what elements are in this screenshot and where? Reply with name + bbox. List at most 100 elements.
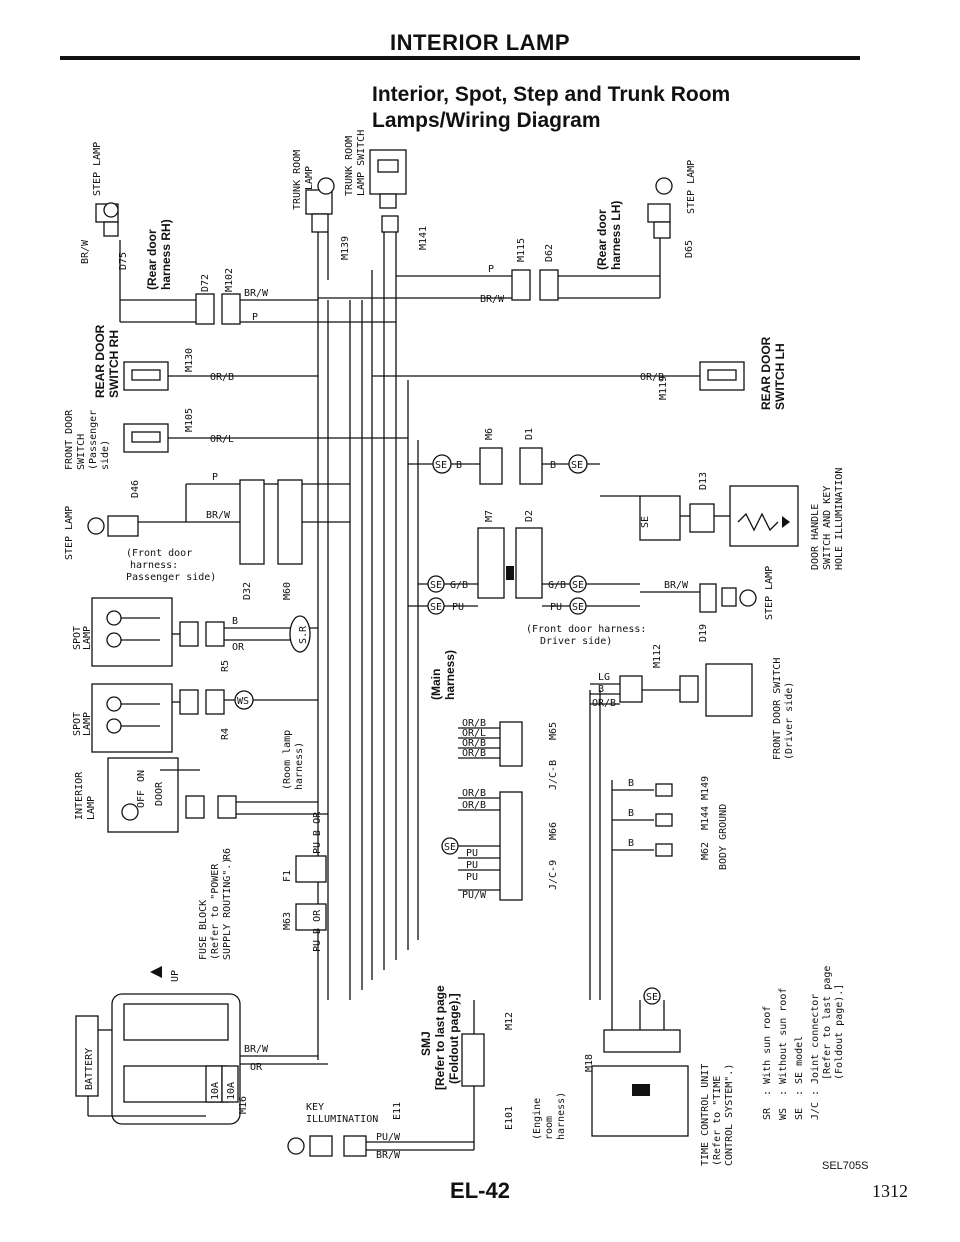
wire-label: PU (466, 872, 478, 883)
trunk-room-switch-label2: LAMP SWITCH (356, 130, 367, 196)
wire-label: PU (550, 602, 562, 613)
key-illumination-label2: ILLUMINATION (306, 1114, 378, 1125)
connector-d46: D46 (130, 480, 141, 498)
key-illumination: KEY ILLUMINATION E11 PU/W BR/W (287, 1102, 474, 1161)
connector-m6-d1: SE SE M6 D1 B B (408, 428, 600, 485)
legend-jc-symbol: J/C (810, 1102, 821, 1120)
connector-m144: M144 (700, 806, 711, 830)
connector-m7-d2: M7 D2 SE SE G/B PU G/B PU SE SE (Front d… (408, 510, 646, 647)
up-label: UP (170, 970, 181, 982)
connector-r5: R5 (220, 660, 231, 672)
symbol-se: SE (444, 842, 456, 853)
connector-m115: M115 (516, 238, 527, 262)
engine-room-harness-label1: (Engine (532, 1098, 543, 1140)
door-handle-label3: HOLE ILLUMINATION (834, 468, 845, 570)
connector-m7: M7 (484, 510, 495, 522)
interior-lamp: INTERIOR LAMP ON OFF DOOR R6 (Room lamp … (74, 730, 328, 860)
wire-label: OR (232, 642, 245, 653)
rear-door-harness-rh-label2: harness RH) (159, 219, 173, 290)
wire-label: LG (598, 672, 610, 683)
jc-9-label: J/C-9 (548, 860, 559, 890)
connector-d72: D72 (200, 274, 211, 292)
front-door-harness-pass-label2: harness: (130, 560, 178, 571)
connector-m12: M12 (504, 1012, 515, 1030)
connector-m149: M149 (700, 776, 711, 800)
front-door-switch-passenger: FRONT DOOR SWITCH (Passenger side) M105 … (64, 408, 408, 470)
legend-note1: [Refer to last page (822, 966, 833, 1080)
trunk-room-lamp-label1: TRUNK ROOM (292, 150, 303, 210)
connector-m130: M130 (184, 348, 195, 372)
symbol-se: SE (430, 580, 442, 591)
legend: SR : With sun roof WS : Without sun roof… (762, 966, 845, 1120)
connector-m105: M105 (184, 408, 195, 432)
legend-se-text: : SE model (794, 1036, 805, 1096)
connector-d62: D62 (544, 244, 555, 262)
spot-lamp-1: SPOT LAMP B OR S.R R5 (72, 597, 318, 672)
front-door-harness-driver-label1: (Front door harness: (526, 624, 646, 635)
wire-label: OR/L (462, 728, 486, 739)
door-handle-switch: SE D13 DOOR HANDLE SWITCH AND KEY HOLE I… (600, 468, 845, 570)
fuse-block-label1: FUSE BLOCK (198, 900, 209, 960)
step-lamp-driver-label: STEP LAMP (764, 566, 775, 620)
wire-label: PU (466, 860, 478, 871)
connector-e11: E11 (392, 1102, 403, 1120)
symbol-se: SE (430, 602, 442, 613)
spot-lamp-2-label2: LAMP (82, 712, 93, 736)
step-lamp-lh-label: STEP LAMP (686, 160, 697, 214)
front-door-switch-driver-label2: (Driver side) (784, 682, 795, 760)
front-door-switch-driver-label1: FRONT DOOR SWITCH (772, 658, 783, 760)
wire-label: PU (452, 602, 464, 613)
rear-door-switch-lh: OR/B M119 REAR DOOR SWITCH LH (372, 336, 787, 410)
wire-label: OR/B (462, 748, 486, 759)
page-code: EL-42 (450, 1178, 510, 1203)
wire-label: OR/B (462, 718, 486, 729)
connector-m141: M141 (418, 226, 429, 250)
bus-wires (317, 260, 613, 1060)
connector-d1: D1 (524, 428, 535, 440)
legend-sr-text: : With sun roof (762, 1006, 773, 1096)
battery: BATTERY (75, 1015, 206, 1117)
smj-label2: [Refer to last page (433, 985, 447, 1090)
step-lamp-front-passenger: STEP LAMP D46 (Front door harness: Passe… (64, 472, 350, 600)
connector-m139: M139 (340, 236, 351, 260)
wire-label: OR/B (640, 372, 664, 383)
legend-jc-text: : Joint connector (810, 994, 821, 1096)
legend-ws-text: : Without sun roof (778, 988, 789, 1096)
wire-label: B (628, 838, 634, 849)
body-ground-label: BODY GROUND (718, 804, 729, 870)
legend-note2: (Foldout page).] (834, 984, 845, 1080)
wire-label: B (628, 778, 634, 789)
door-handle-label2: SWITCH AND KEY (822, 486, 833, 570)
fuse-10a-2: 10A (226, 1082, 237, 1100)
symbol-se: SE (572, 580, 584, 591)
connector-m62: M62 (700, 842, 711, 860)
up-arrow-icon (150, 966, 162, 978)
time-control-label3: CONTROL SYSTEM".) (724, 1064, 735, 1166)
joint-connector-jc-9: OR/B OR/B PU PU PU PU/W SE M66 J/C-9 (441, 788, 559, 901)
connector-d65: D65 (684, 240, 695, 258)
time-control-unit: SE M18 TIME CONTROL UNIT (Refer to "TIME… (584, 987, 735, 1166)
connector-m119: M119 (658, 376, 669, 400)
front-door-switch-pass-label4: side) (100, 440, 111, 470)
connector-r4: R4 (220, 728, 231, 740)
wire-label: PU/W (462, 890, 487, 901)
connector-d72-m102: D72 M102 BR/W P (195, 268, 396, 325)
wire-label: B (456, 460, 462, 471)
connector-r6: R6 (222, 848, 233, 860)
wire-label: G/B (548, 580, 566, 591)
room-lamp-harness-label1: (Room lamp (282, 730, 293, 790)
legend-sr-symbol: SR (762, 1107, 773, 1120)
door-handle-label1: DOOR HANDLE (810, 504, 821, 570)
image-code: SEL705S (822, 1160, 869, 1172)
connector-m60: M60 (282, 582, 293, 600)
front-door-switch-driver: LG B OR/B M112 FRONT DOOR SWITCH (Driver… (590, 644, 795, 760)
front-door-switch-pass-label2: SWITCH (76, 434, 87, 470)
connector-d32: D32 (242, 582, 253, 600)
connector-m112: M112 (652, 644, 663, 668)
joint-connector-jc-b: OR/B OR/L OR/B OR/B M65 J/C-B (458, 718, 559, 790)
main-harness-label2: harness) (443, 650, 457, 700)
connector-d2: D2 (524, 510, 535, 522)
step-lamp-lh: (Rear door harness LH) STEP LAMP D65 (595, 160, 697, 298)
fuse-block: FUSE BLOCK (Refer to "POWER SUPPLY ROUTI… (111, 858, 328, 1125)
